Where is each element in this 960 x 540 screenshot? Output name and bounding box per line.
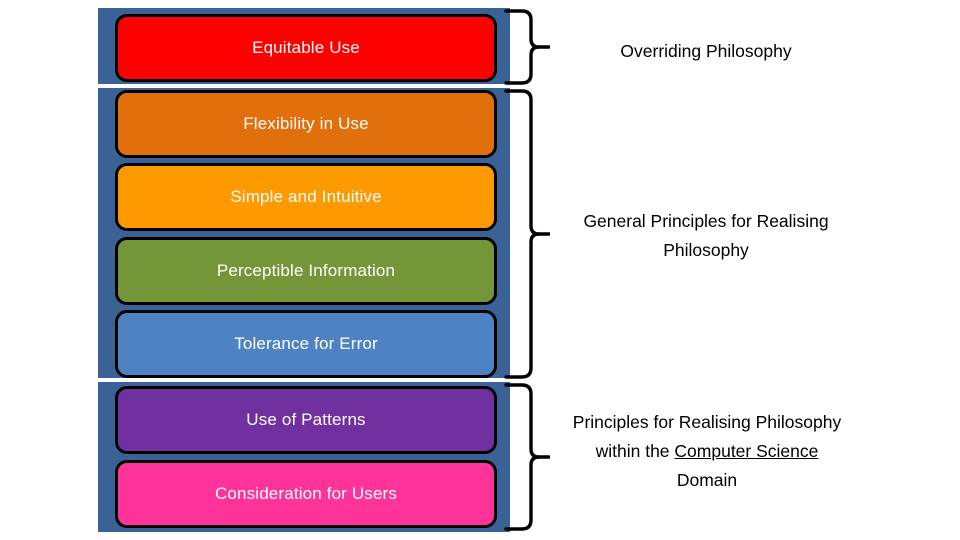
principle-label: Use of Patterns [246, 410, 366, 429]
caption-line: Philosophy [663, 240, 749, 261]
principle-box-perceptible-information[interactable]: Perceptible Information [115, 237, 497, 305]
principle-box-simple-and-intuitive[interactable]: Simple and Intuitive [115, 163, 497, 231]
caption-emphasis-computer-science: Computer Science [674, 441, 819, 462]
caption-overriding-philosophy: Overriding Philosophy [545, 37, 867, 66]
principle-label: Perceptible Information [216, 261, 396, 280]
principle-label: Consideration for Users [214, 484, 398, 503]
caption-line: Overriding Philosophy [620, 41, 792, 61]
caption-line: Principles for Realising Philosophy [572, 412, 842, 432]
caption-general-principles: General Principles for Realising Philoso… [545, 207, 867, 265]
principle-label: Flexibility in Use [243, 114, 369, 133]
caption-line: Domain [676, 470, 738, 491]
principle-box-equitable-use[interactable]: Equitable Use [115, 14, 497, 82]
caption-line: within the [595, 441, 675, 462]
principle-label: Simple and Intuitive [230, 187, 382, 206]
principle-box-flexibility-in-use[interactable]: Flexibility in Use [115, 90, 497, 158]
principle-box-use-of-patterns[interactable]: Use of Patterns [115, 386, 497, 454]
caption-line: General Principles for Realising [583, 211, 829, 231]
principle-box-tolerance-for-error[interactable]: Tolerance for Error [115, 310, 497, 378]
principle-box-consideration-for-users[interactable]: Consideration for Users [115, 460, 497, 528]
principle-label: Equitable Use [252, 38, 360, 57]
principle-label: Tolerance for Error [234, 334, 378, 353]
caption-domain-principles: Principles for Realising Philosophy with… [528, 408, 886, 496]
